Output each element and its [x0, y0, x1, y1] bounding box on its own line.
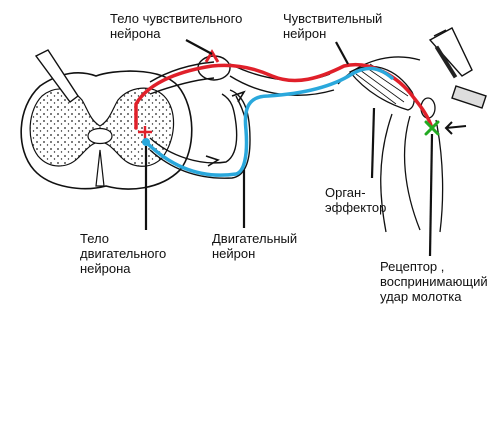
effector-muscle: [349, 65, 415, 111]
leader-organ: [370, 107, 376, 179]
leader-receptor: [428, 133, 434, 257]
leader-sensory-body: [185, 39, 213, 55]
receptor-cross-icon: [424, 120, 440, 136]
ventral-fissure: [95, 149, 105, 187]
sensory-neuron-body-mark: [204, 49, 220, 63]
label-motor-neuron-body: Тело двигательного нейрона: [80, 231, 167, 276]
label-motor-neuron: Двигательный нейрон: [212, 231, 298, 261]
label-sensory-neuron-body: Тело чувствительного нейрона: [110, 11, 243, 41]
label-receptor: Рецептор , воспринимающий удар молотка: [380, 259, 488, 304]
leader-lines: [144, 39, 434, 257]
motor-neuron-soma: [142, 138, 150, 146]
central-canal: [87, 127, 113, 145]
flow-arrow-right: [205, 155, 220, 167]
dorsal-septum: [34, 49, 79, 103]
label-sensory-neuron: Чувствительный нейрон: [283, 11, 383, 41]
receptor-arrow: [444, 121, 467, 135]
leader-sensory-neuron: [335, 41, 349, 65]
spinal-cord-section: [20, 49, 193, 190]
leg-outline: [337, 56, 444, 233]
flow-arrow-up: [231, 90, 246, 103]
reflex-hammer-icon: [428, 27, 487, 109]
motor-pathway: [144, 66, 394, 177]
sensory-pathway: [134, 63, 434, 130]
label-effector-organ: Орган- эффектор: [325, 185, 387, 215]
motor-neuron-body-mark: [138, 126, 152, 140]
